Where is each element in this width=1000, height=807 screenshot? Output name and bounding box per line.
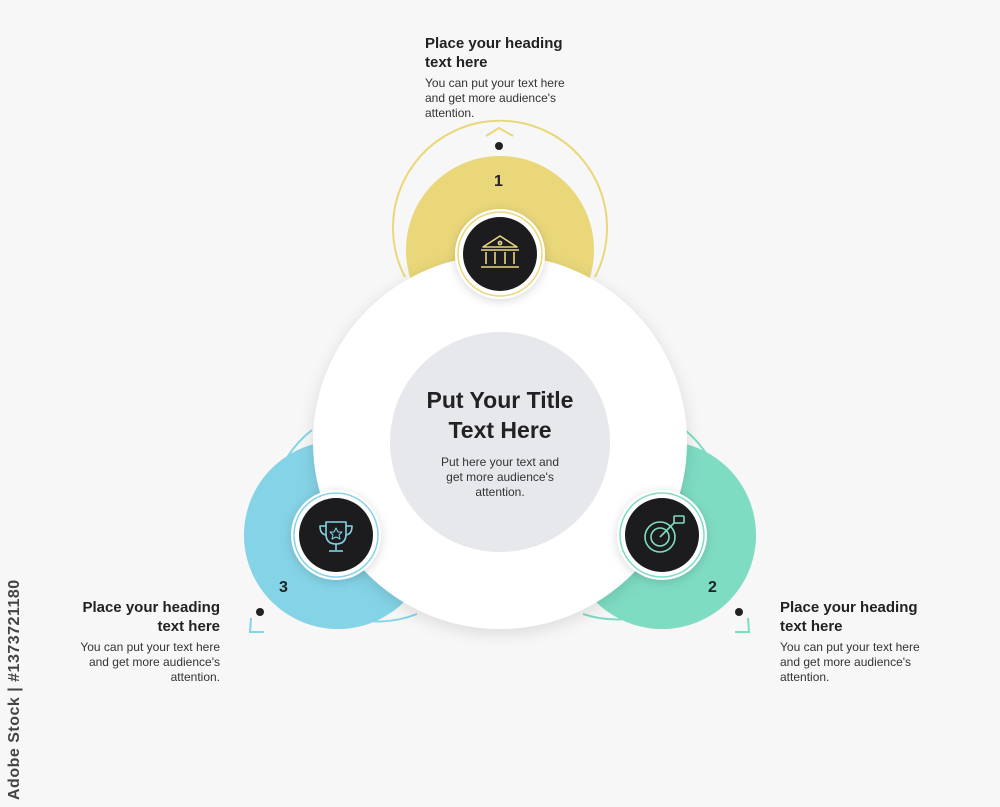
- step-1-heading-line-1: Place your heading: [425, 35, 563, 52]
- step-1-number: 1: [494, 173, 503, 190]
- step-2-body-line-1: You can put your text here: [780, 640, 920, 654]
- step-3-body: You can put your text here and get more …: [50, 640, 220, 685]
- step-3-heading: Place your heading text here: [50, 598, 220, 636]
- center-body-line-2: get more audience's: [446, 470, 554, 484]
- bank-icon: [481, 235, 519, 268]
- center-grey-circle: [390, 332, 610, 552]
- step-2-dot: [735, 608, 743, 616]
- center-body-line-1: Put here your text and: [440, 455, 560, 469]
- step-3-number: 3: [279, 579, 288, 596]
- center-title-line-1: Put Your Title: [426, 387, 574, 413]
- step-1-dot: [495, 142, 503, 150]
- step-3-body-line-2: and get more audience's: [88, 655, 220, 669]
- step-3-badge: [291, 490, 381, 580]
- step-2-heading-line-2: text here: [780, 618, 843, 635]
- step-2-heading-line-1: Place your heading: [780, 599, 918, 616]
- step-3-body-line-1: You can put your text here: [80, 640, 220, 654]
- step-1-heading: Place your heading text here: [425, 34, 595, 72]
- step-3-text-block: Place your heading text here You can put…: [50, 598, 220, 685]
- step-1-body-line-3: attention.: [425, 106, 475, 120]
- step-1-body-line-2: and get more audience's: [425, 91, 557, 105]
- step-3-body-line-3: attention.: [170, 670, 220, 684]
- trophy-icon: [319, 521, 353, 552]
- step-1-heading-line-2: text here: [425, 54, 488, 71]
- step-2-heading: Place your heading text here: [780, 598, 950, 636]
- stock-watermark: Adobe Stock | #1373721180: [6, 579, 23, 800]
- step-3-heading-line-1: Place your heading: [82, 599, 220, 616]
- step-2-text-block: Place your heading text here You can put…: [780, 598, 950, 685]
- step-3-dot: [256, 608, 264, 616]
- center-body: Put here your text and get more audience…: [400, 455, 600, 500]
- step-1-body: You can put your text here and get more …: [425, 76, 595, 121]
- step-1-body-line-1: You can put your text here: [425, 76, 565, 90]
- step-1-text-block: Place your heading text here You can put…: [425, 34, 595, 121]
- step-2-body: You can put your text here and get more …: [780, 640, 950, 685]
- step-2-body-line-2: and get more audience's: [780, 655, 912, 669]
- center-body-line-3: attention.: [475, 485, 525, 499]
- step-3-heading-line-2: text here: [157, 618, 220, 635]
- outer-ring-1: [392, 119, 608, 278]
- center-text-block: Put Your Title Text Here Put here your t…: [400, 385, 600, 500]
- target-icon: [644, 515, 685, 553]
- center-title-line-2: Text Here: [448, 417, 552, 443]
- step-2-number: 2: [708, 579, 717, 596]
- step-2-body-line-3: attention.: [780, 670, 830, 684]
- center-title: Put Your Title Text Here: [400, 385, 600, 445]
- step-2-badge: [617, 490, 707, 580]
- step-1-badge: [455, 209, 545, 299]
